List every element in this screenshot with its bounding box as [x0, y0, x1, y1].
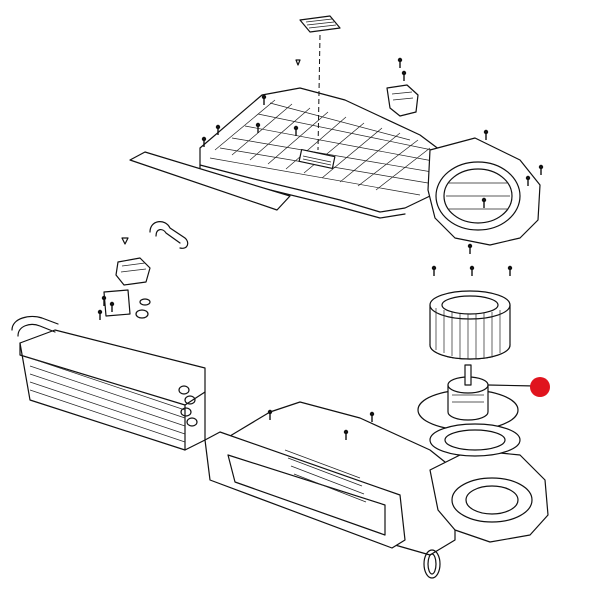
screw-icon: [481, 197, 487, 208]
gasket-strip: [129, 151, 291, 211]
screw-icon: [469, 265, 475, 276]
screw-icon: [97, 309, 103, 320]
part-callout: [487, 377, 550, 397]
screw-icon: [215, 124, 221, 135]
screw-icon: [293, 125, 299, 136]
upper-blower-scroll: [427, 137, 541, 246]
screw-icon: [261, 94, 267, 105]
upper-housing-cover: [199, 84, 441, 219]
screw-set: [97, 57, 544, 440]
screw-icon: [201, 136, 207, 147]
screw-icon: [109, 301, 115, 312]
screw-icon: [483, 129, 489, 140]
heater-core: [11, 315, 206, 451]
callout-leader-line: [487, 384, 536, 387]
o-ring-seal: [423, 549, 441, 579]
blower-wheel: [429, 290, 511, 360]
screw-icon: [369, 411, 375, 422]
screw-set-top: [295, 59, 301, 66]
vent-grille: [299, 15, 341, 33]
lower-housing: [204, 401, 549, 556]
screw-icon: [525, 175, 531, 186]
screw-icon: [507, 265, 513, 276]
screw-icon: [397, 57, 403, 68]
hose-valve-assembly: [103, 221, 189, 319]
screw-icon: [467, 243, 473, 254]
screw-icon: [401, 70, 407, 81]
assembly-guide-line: [317, 34, 321, 151]
screw-icon: [267, 409, 273, 420]
screw-icon: [343, 429, 349, 440]
screw-icon: [101, 295, 107, 306]
callout-marker[interactable]: [530, 377, 550, 397]
blower-motor: [417, 364, 519, 431]
screw-icon: [255, 122, 261, 133]
screw-icon: [431, 265, 437, 276]
screw-icon: [538, 164, 544, 175]
